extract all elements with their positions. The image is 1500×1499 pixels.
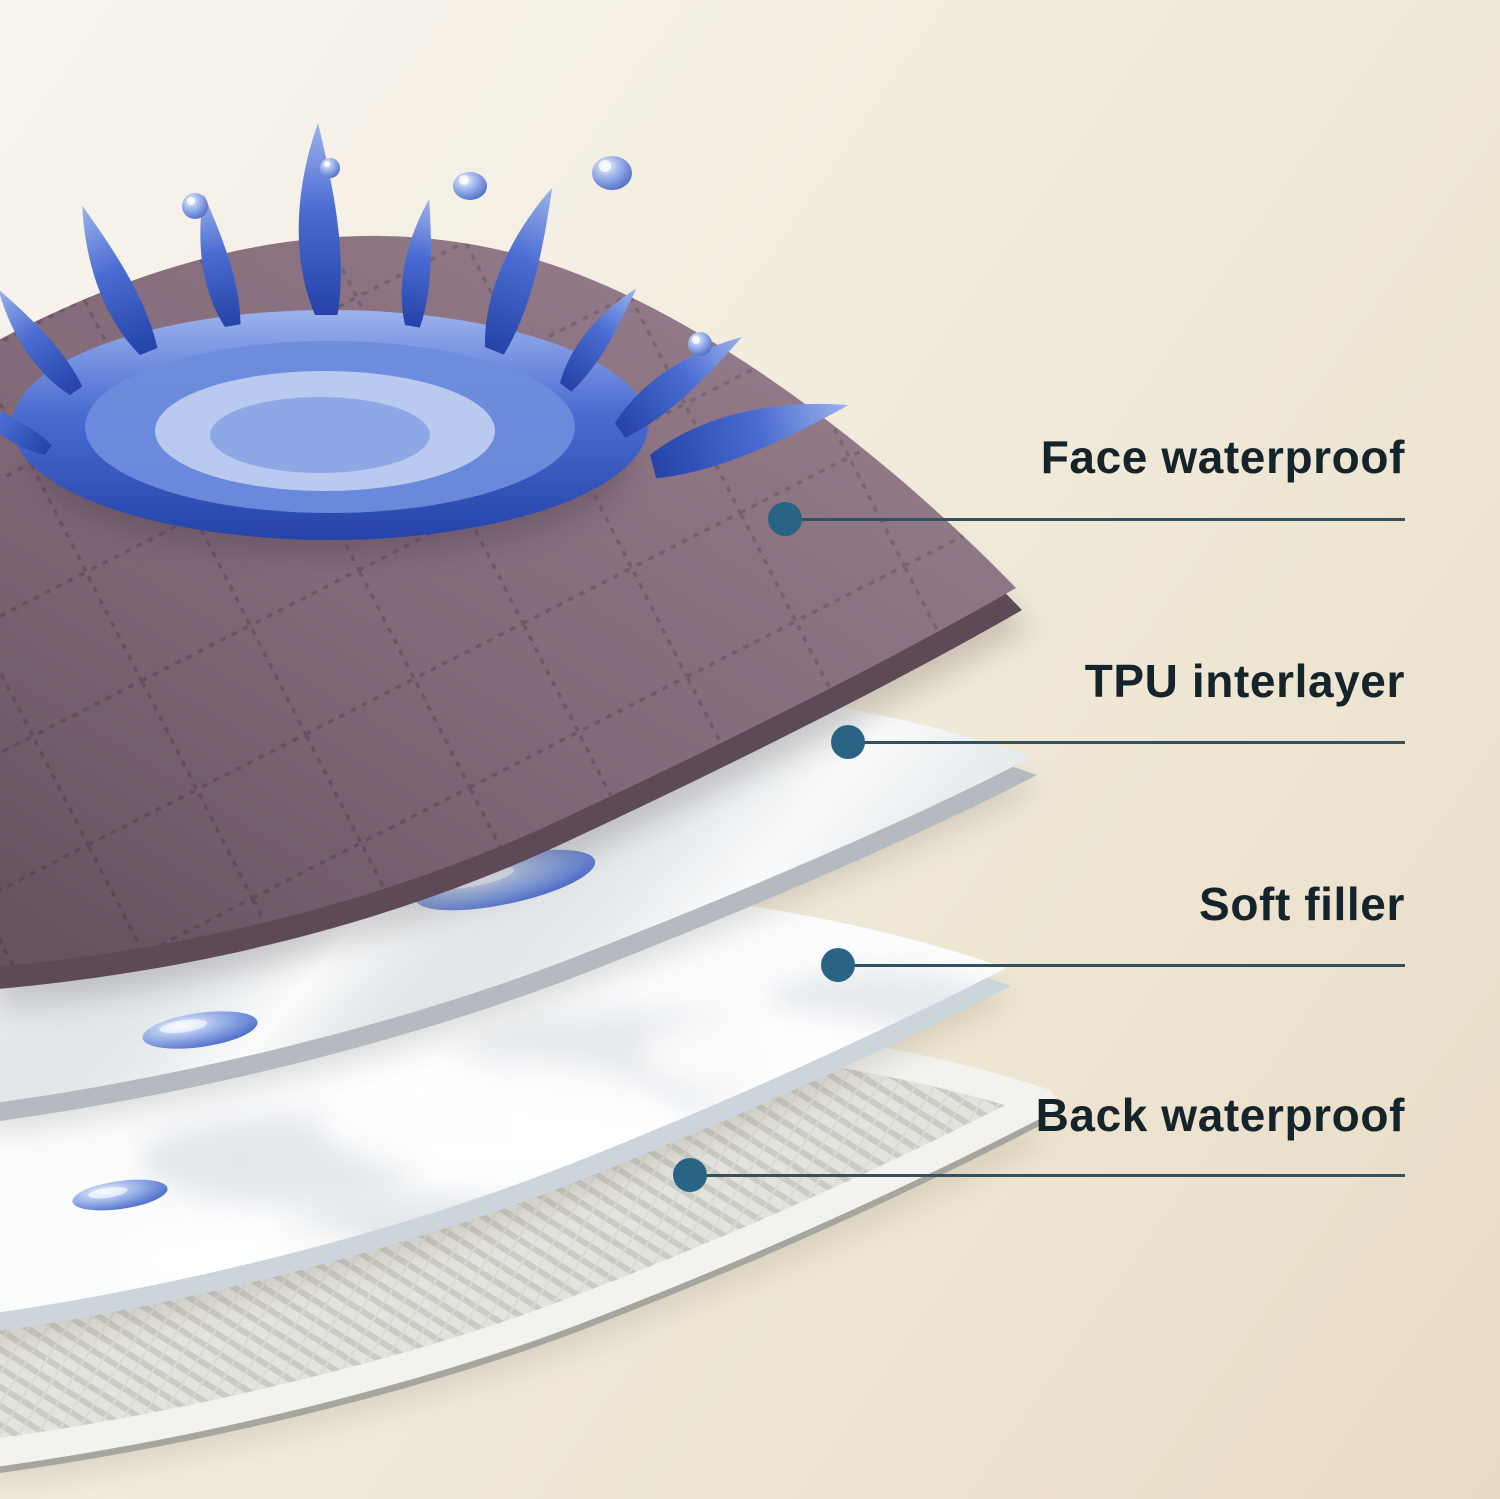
- water-droplet: [182, 193, 208, 219]
- callout-dot: [673, 1158, 707, 1192]
- water-puddle: [142, 1011, 258, 1049]
- callout-label: Back waterproof: [1035, 1089, 1405, 1141]
- callout-line: [690, 1174, 1405, 1177]
- water-droplet: [453, 172, 487, 200]
- water-droplet: [320, 158, 340, 178]
- callout-line: [785, 518, 1405, 521]
- callout-label: Soft filler: [1199, 878, 1405, 930]
- water-puddle: [72, 1179, 168, 1211]
- callout-label: TPU interlayer: [1084, 655, 1405, 707]
- water-droplet: [592, 156, 632, 190]
- callout-line: [838, 964, 1405, 967]
- callout-dot: [821, 948, 855, 982]
- callout-dot: [768, 502, 802, 536]
- callout-label: Face waterproof: [1040, 431, 1405, 483]
- callout-line: [848, 741, 1405, 744]
- callout-dot: [831, 725, 865, 759]
- water-splash: [0, 123, 855, 555]
- splash-core: [210, 397, 430, 473]
- soft-filler-layer: [0, 893, 1016, 1344]
- water-droplet: [688, 332, 712, 356]
